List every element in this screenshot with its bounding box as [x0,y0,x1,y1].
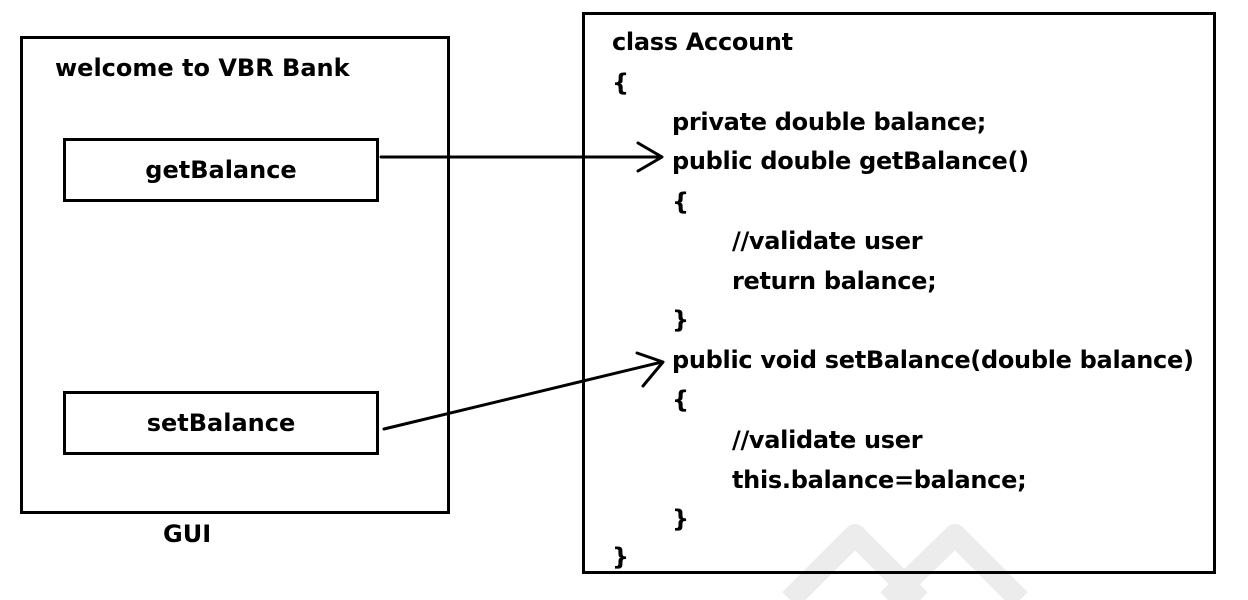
code-line-set-comment: //validate user [732,426,923,454]
set-balance-button-label: setBalance [146,409,296,437]
code-line-class-close-brace: } [612,543,629,571]
gui-panel [20,36,450,514]
code-line-set-assignment: this.balance=balance; [732,466,1027,494]
code-line-set-signature: public void setBalance(double balance) [672,346,1194,374]
code-panel [582,12,1216,574]
code-line-set-open-brace: { [672,386,689,414]
code-line-get-comment: //validate user [732,227,923,255]
code-line-get-return: return balance; [732,267,937,295]
code-line-get-open-brace: { [672,188,689,216]
get-balance-button[interactable]: getBalance [63,138,379,202]
gui-title: welcome to VBR Bank [55,54,350,82]
gui-caption: GUI [163,520,212,548]
code-line-set-close-brace: } [672,505,689,533]
code-line-class-declaration: class Account [612,28,793,56]
get-balance-button-label: getBalance [145,156,297,184]
code-line-class-open-brace: { [612,69,629,97]
code-line-field-balance: private double balance; [672,108,987,136]
set-balance-button[interactable]: setBalance [63,391,379,455]
code-line-get-close-brace: } [672,306,689,334]
code-line-get-signature: public double getBalance() [672,147,1029,175]
